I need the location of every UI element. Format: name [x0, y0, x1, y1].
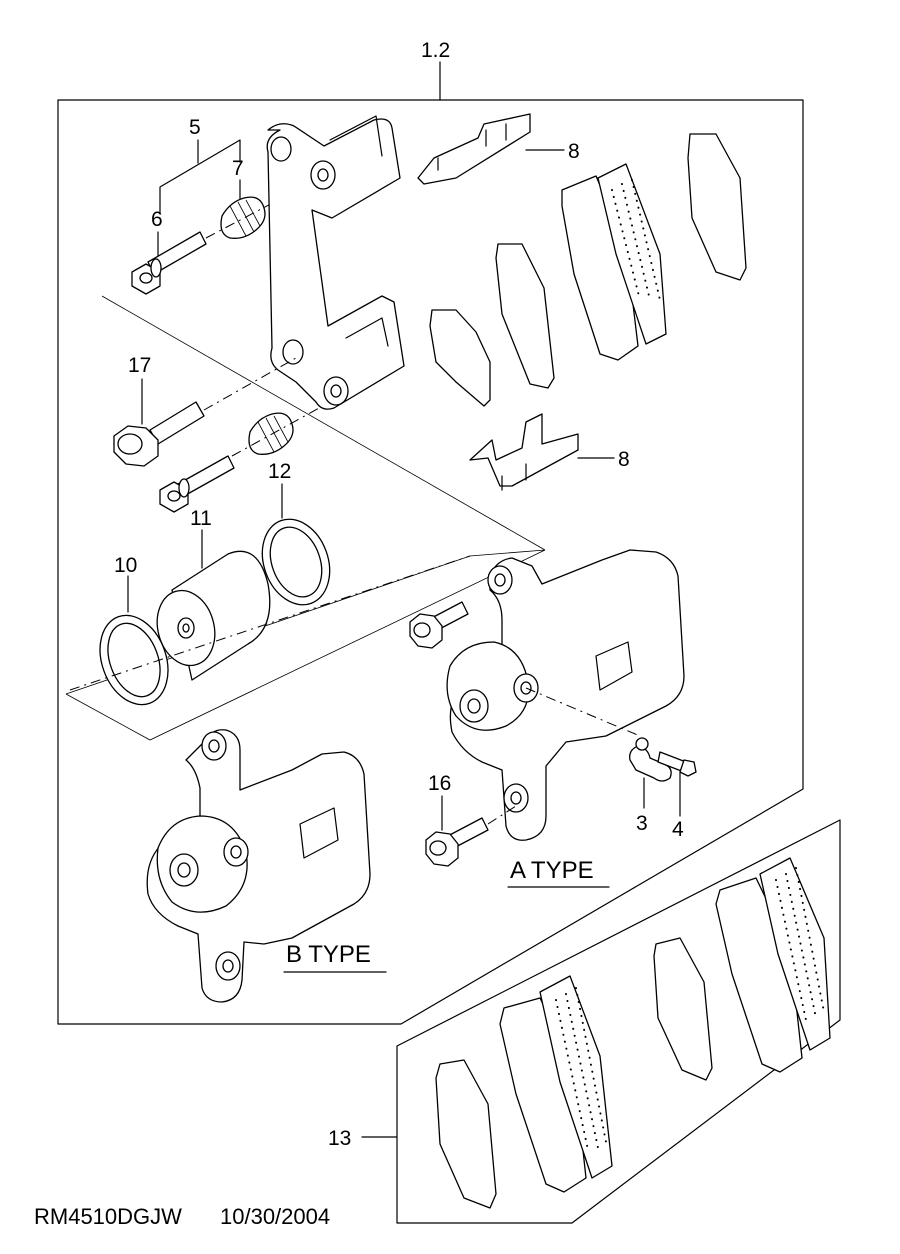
drawing-date: 10/30/2004 [220, 1204, 330, 1229]
shim-left [429, 309, 491, 407]
pad-kit-shim-left [435, 1059, 497, 1209]
shim-right [687, 133, 747, 281]
label-bleeder-screw: 4 [672, 818, 684, 841]
anti-rattle-clip-lower [469, 413, 579, 491]
guide-pin-lower [159, 455, 235, 513]
guide-pin-upper [131, 231, 207, 295]
label-bleeder-cap: 3 [636, 812, 648, 835]
piston-axis [69, 555, 471, 691]
piston-group-box [65, 549, 546, 741]
label-boot: 7 [232, 157, 244, 180]
label-pad-kit: 13 [328, 1127, 351, 1150]
a-type-label: A TYPE [510, 857, 594, 884]
caliper-housing-b-type [146, 729, 371, 1003]
pad-kit-pad-right [715, 857, 831, 1073]
label-clip-upper: 8 [568, 140, 580, 163]
boot-lower [248, 412, 294, 455]
bolt-16 [425, 817, 489, 867]
pin-axis-lower [231, 401, 331, 457]
caliper-housing-a-type [446, 549, 685, 841]
label-bolt-17: 17 [128, 354, 151, 377]
bolt-a-upper [409, 601, 469, 649]
pad-kit-shim-right [653, 937, 713, 1081]
anti-rattle-clip-upper [417, 113, 531, 185]
bracket-to-piston-axis [101, 295, 546, 551]
bolt-17-axis [203, 357, 297, 411]
piston-seal [261, 518, 331, 606]
assembly-boundary [57, 99, 804, 1025]
brake-pad-a-outer [561, 163, 667, 361]
bolt-16-axis [487, 805, 517, 825]
bolt-17 [113, 401, 205, 467]
label-guide-pin: 6 [151, 208, 163, 231]
bleeder-axis [525, 687, 641, 737]
brake-pad-a-inner [495, 243, 555, 389]
caliper-bracket [266, 115, 405, 410]
dust-seal [99, 614, 169, 706]
label-pin-kit: 5 [189, 116, 201, 139]
label-assembly: 1.2 [421, 39, 450, 62]
label-bolt-16: 16 [428, 772, 451, 795]
b-type-label: B TYPE [286, 941, 371, 968]
label-dust-seal: 10 [114, 554, 137, 577]
pin-kit-bracket [159, 139, 241, 214]
pad-kit-boundary [396, 819, 841, 1224]
label-piston: 11 [190, 507, 212, 530]
label-piston-seal: 12 [268, 460, 291, 483]
bleeder-screw [657, 751, 697, 777]
pad-kit-pad-left [499, 975, 613, 1193]
boot-upper [220, 196, 266, 239]
label-clip-lower: 8 [618, 448, 630, 471]
drawing-code: RM4510DGJW [34, 1204, 182, 1229]
